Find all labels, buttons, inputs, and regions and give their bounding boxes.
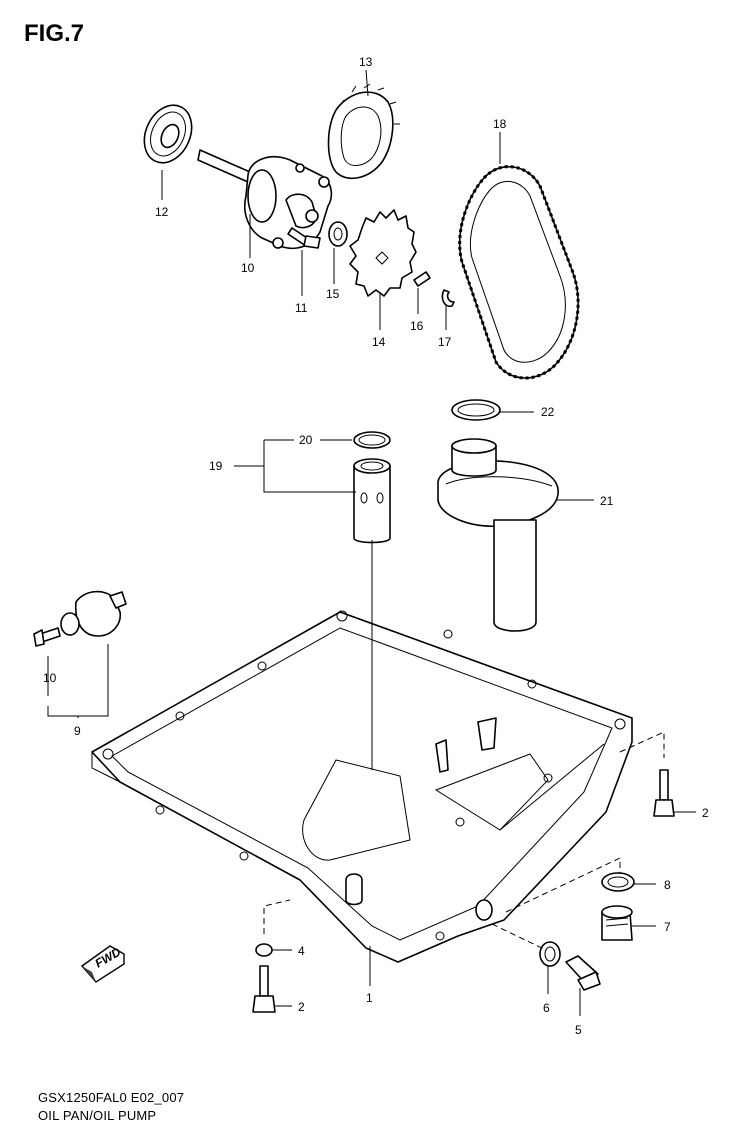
callout-2-left: 2 xyxy=(298,1000,305,1014)
o-ring-20[interactable] xyxy=(353,431,391,449)
callout-20: 20 xyxy=(299,433,313,447)
drive-chain-18[interactable] xyxy=(458,165,580,380)
gasket-7[interactable] xyxy=(601,872,635,892)
fwd-arrow-icon: FWD xyxy=(80,945,125,983)
callout-7: 8 xyxy=(664,878,671,892)
drain-plug-4[interactable] xyxy=(565,955,601,991)
callout-14: 14 xyxy=(372,335,386,349)
bolt-11[interactable] xyxy=(287,227,321,249)
callout-9: 10 xyxy=(43,671,57,685)
o-ring-22[interactable] xyxy=(451,399,501,421)
oil-strainer-21[interactable] xyxy=(437,438,559,632)
callout-8: 9 xyxy=(74,724,81,738)
model-code: GSX1250FAL0 E02_007 xyxy=(38,1090,185,1105)
sprocket-14[interactable] xyxy=(349,209,417,297)
circlip-17[interactable] xyxy=(441,289,455,308)
oil-pump-gasket-12[interactable] xyxy=(135,98,200,171)
oil-pipe-19[interactable] xyxy=(353,458,391,544)
callout-3: 4 xyxy=(298,944,305,958)
sprocket-13[interactable] xyxy=(327,83,401,180)
bolt-2-left[interactable] xyxy=(252,965,276,1013)
callout-11: 11 xyxy=(295,301,308,315)
oil-pan-1[interactable] xyxy=(91,610,633,963)
washer-15[interactable] xyxy=(328,221,348,247)
callout-5: 6 xyxy=(543,1001,550,1015)
callout-1: 1 xyxy=(366,991,373,1005)
leader-lines xyxy=(47,69,696,1016)
callout-12: 12 xyxy=(155,205,169,219)
callout-15: 15 xyxy=(326,287,340,301)
gasket-5[interactable] xyxy=(539,941,561,967)
oil-pressure-switch-8[interactable] xyxy=(60,590,127,637)
callout-10: 10 xyxy=(241,261,255,275)
diagram-caption: OIL PAN/OIL PUMP xyxy=(38,1108,157,1123)
callout-19: 19 xyxy=(209,459,223,473)
callout-4: 5 xyxy=(575,1023,582,1037)
callout-13: 13 xyxy=(359,55,373,69)
callout-6: 7 xyxy=(664,920,671,934)
bolt-2-right[interactable] xyxy=(653,769,675,817)
screw-9[interactable] xyxy=(33,627,61,647)
callout-21: 21 xyxy=(600,494,614,508)
callout-17: 17 xyxy=(438,335,452,349)
figure-title: FIG.7 xyxy=(24,20,85,47)
callout-2-right: 2 xyxy=(702,806,709,820)
oil-pump-10[interactable] xyxy=(197,149,333,250)
callout-16: 16 xyxy=(410,319,424,333)
callout-22: 22 xyxy=(541,405,555,419)
callout-18: 18 xyxy=(493,117,507,131)
callout-labels: 13 12 10 11 15 14 16 17 18 22 21 20 19 1… xyxy=(43,55,709,1037)
drain-plug-6[interactable] xyxy=(601,905,633,941)
pin-16[interactable] xyxy=(413,271,431,287)
washer-3[interactable] xyxy=(255,943,273,957)
